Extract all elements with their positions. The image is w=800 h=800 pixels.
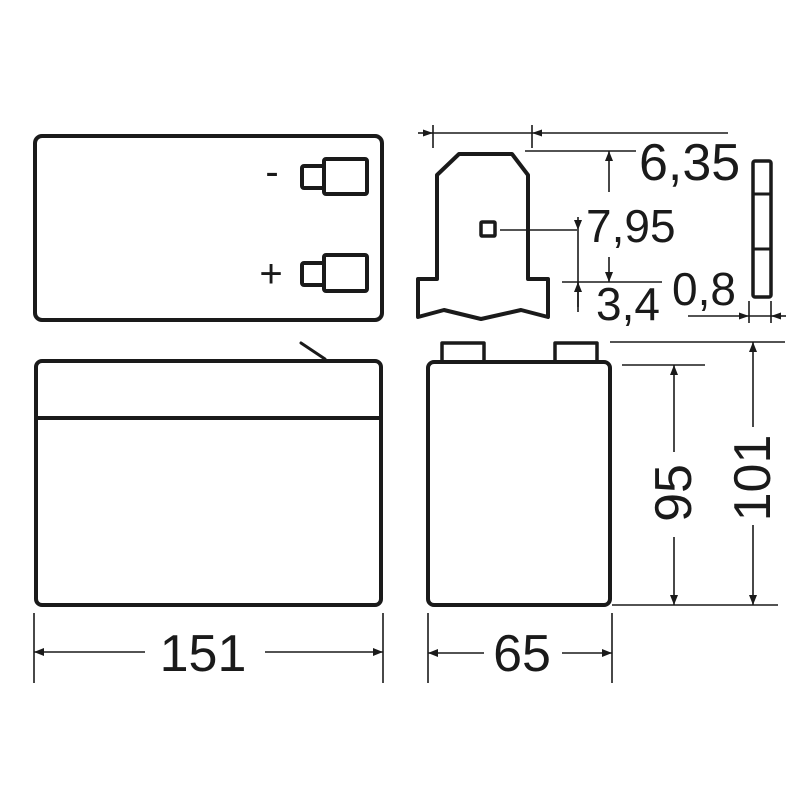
terminal-edge-line	[299, 341, 327, 361]
positive-terminal-icon	[300, 253, 369, 293]
front-view: 151	[33, 341, 384, 683]
negative-sign-label: -	[265, 150, 278, 194]
terminal-side-view	[751, 159, 773, 299]
dimension-width: 65	[493, 625, 551, 683]
dimension-case-height: 95	[645, 464, 703, 522]
dimension-hole-height: 7,95	[586, 200, 676, 252]
dimension-terminal-thickness: 0,8	[672, 263, 736, 315]
top-view: - +	[33, 134, 384, 322]
dimension-total-height: 101	[724, 435, 782, 522]
terminal-detail: 6,35 7,95 3,4 0,8	[416, 125, 786, 330]
side-terminal-left	[440, 341, 486, 364]
positive-sign-label: +	[259, 252, 282, 296]
terminal-tab-outline	[416, 152, 550, 321]
dimension-length: 151	[160, 625, 247, 683]
front-view-outline	[34, 359, 383, 607]
side-view: 65 95 101	[426, 341, 785, 683]
side-terminal-right	[553, 341, 599, 364]
side-view-outline	[426, 360, 612, 607]
top-view-outline	[33, 134, 384, 322]
negative-terminal-icon	[300, 157, 369, 196]
terminal-hole-icon	[479, 220, 497, 238]
dimension-hole-offset: 3,4	[596, 278, 660, 330]
dimension-terminal-width: 6,35	[639, 134, 740, 192]
